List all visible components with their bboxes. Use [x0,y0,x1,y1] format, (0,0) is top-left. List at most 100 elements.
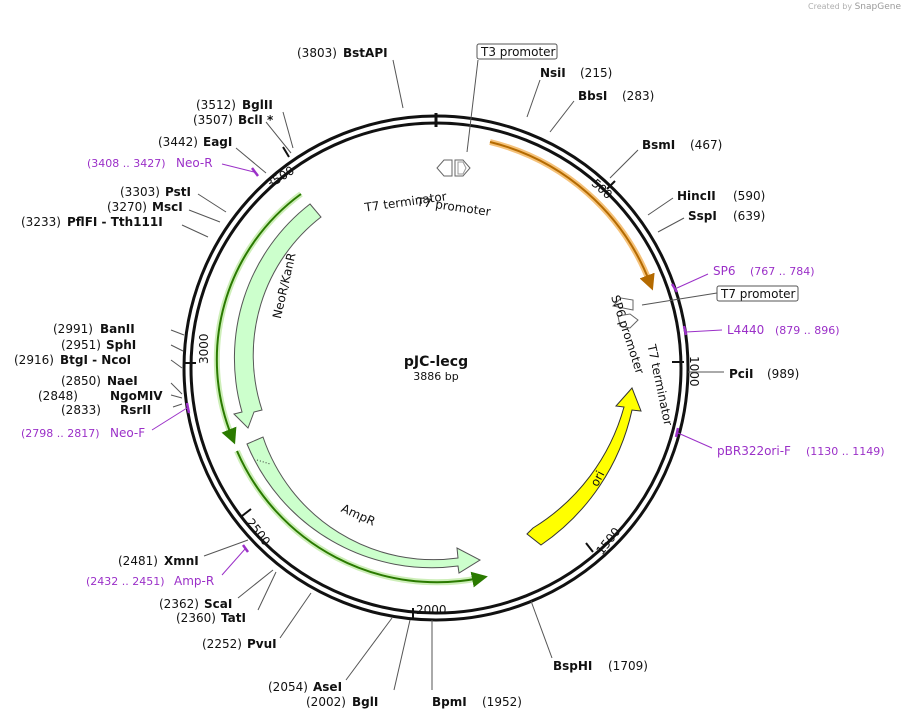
right-promoter-glyphs [611,297,639,329]
enzyme-pos: (2848) [38,389,78,403]
enzyme-pcii: PciI (989) [688,367,799,381]
enzyme-pos: (3233) [21,215,61,229]
primer-name: Neo-R [176,156,213,170]
enzyme-naei: (2850) NaeI [61,374,183,395]
enzyme-pos: (2916) [14,353,54,367]
enzyme-pos: (989) [767,367,799,381]
primer-sp6: SP6 (767 .. 784) [670,264,815,293]
enzyme-scai: (2362) ScaI [159,569,274,611]
tick-mark-3500: 3500 [264,146,297,192]
tick-mark-1000: 1000 [672,356,701,387]
enzyme-name: PciI [729,367,754,381]
t7-terminator-right: T7 terminator [644,342,675,427]
enzyme-pos: (2360) [176,611,216,625]
enzyme-name: SspI [688,209,717,223]
enzyme-btgi-ncoi: (2916) BtgI - NcoI [14,353,183,369]
enzyme-pos: (3803) [297,46,337,60]
snapgene-logo: SnapGene [854,2,901,12]
enzyme-nsii: NsiI (215) [526,66,612,118]
enzyme-name: BtgI - NcoI [60,353,131,367]
snapgene-credit: Created by SnapGene [808,2,901,12]
ampr-feature [246,436,482,574]
enzyme-bbsi: BbsI (283) [549,89,654,133]
enzyme-pos: (2951) [61,338,101,352]
enzyme-pos: (2481) [118,554,158,568]
primer-range: (3408 .. 3427) [87,157,166,170]
primer-range: (767 .. 784) [750,265,815,278]
enzyme-pvui: (2252) PvuI [202,592,312,651]
enzyme-name: BbsI [578,89,607,103]
enzyme-name: PstI [165,185,191,199]
enzyme-name: BglII [242,98,273,112]
enzyme-pos: (2002) [306,695,346,709]
enzyme-bgli: (2002) BglI [306,619,411,709]
enzyme-name: HincII [677,189,716,203]
primer-name: SP6 [713,264,736,278]
enzyme-pos: (2362) [159,597,199,611]
primer-name: Neo-F [110,426,145,440]
enzyme-pos: (3442) [158,135,198,149]
enzyme-name: XmnI [164,554,199,568]
primer-neo-f: (2798 .. 2817) Neo-F [21,402,191,440]
ampr-label: AmpR [339,501,377,528]
enzyme-name: RsrII [120,403,151,417]
primer-range: (2798 .. 2817) [21,427,100,440]
tick-label-2000: 2000 [416,603,447,617]
enzyme-name: BclI * [238,113,274,127]
enzyme-pos: (1709) [608,659,648,673]
neor-arc [215,193,302,445]
enzyme-name: BpmI [432,695,467,709]
enzyme-name: BstAPI [343,46,388,60]
t7-promoter-box: T7 promoter [641,285,799,306]
tick-label-2500: 2500 [243,516,273,549]
enzyme-pos: (283) [622,89,654,103]
primer-l4440: L4440 (879 .. 896) [682,323,840,337]
enzyme-name: MscI [152,200,183,214]
enzyme-name: BanII [100,322,135,336]
enzyme-psti: (3303) PstI [120,185,227,213]
enzyme-ngomiv: (2848) NgoMIV [38,389,183,403]
primer-range: (879 .. 896) [775,324,840,337]
primer-pbr322ori-f: pBR322ori-F (1130 .. 1149) [674,427,885,458]
plasmid-length: 3886 bp [413,370,458,383]
created-by-text: Created by [808,2,853,11]
primer-name: pBR322ori-F [717,444,791,458]
enzyme-pos: (639) [733,209,765,223]
tick-mark-3000: 3000 [184,333,211,364]
enzyme-name: PvuI [247,637,277,651]
enzyme-pos: (2833) [61,403,101,417]
enzyme-pos: (3303) [120,185,160,199]
t3-promoter-box: T3 promoter [466,43,558,153]
primer-range: (1130 .. 1149) [806,445,885,458]
enzyme-pos: (2991) [53,322,93,336]
ori-label: ori [588,468,608,488]
enzyme-pos: (590) [733,189,765,203]
tick-label-3500: 3500 [264,163,297,191]
neor-feature [233,203,322,429]
enzyme-name: SphI [106,338,136,352]
enzyme-name: ScaI [204,597,232,611]
enzyme-sspi: SspI (639) [657,209,765,233]
enzyme-name: EagI [203,135,232,149]
ori-feature [526,387,642,546]
enzyme-pos: (2252) [202,637,242,651]
t3-promoter-box-label: T3 promoter [480,45,556,59]
enzyme-bsphi: BspHI (1709) [530,600,648,673]
enzyme-pos: (3507) [193,113,233,127]
enzyme-pos: (467) [690,138,722,152]
enzyme-bcli: (3507) BclI * [193,113,292,154]
ampr-arc [236,450,488,588]
enzyme-name: NgoMIV [110,389,163,403]
primer-range: (2432 .. 2451) [86,575,165,588]
tick-label-1000: 1000 [687,356,701,387]
enzyme-name: TatI [221,611,246,625]
enzyme-banii: (2991) BanII [53,322,185,336]
enzyme-name: AseI [313,680,342,694]
enzyme-msci: (3270) MscI [107,200,221,223]
tick-label-3000: 3000 [197,333,211,364]
enzyme-hincii: HincII (590) [647,189,765,216]
enzyme-tati: (2360) TatI [176,571,277,625]
enzyme-name: NaeI [107,374,138,388]
primer-amp-r: (2432 .. 2451) Amp-R [86,544,250,588]
tick-mark-2500: 2500 [241,508,273,549]
